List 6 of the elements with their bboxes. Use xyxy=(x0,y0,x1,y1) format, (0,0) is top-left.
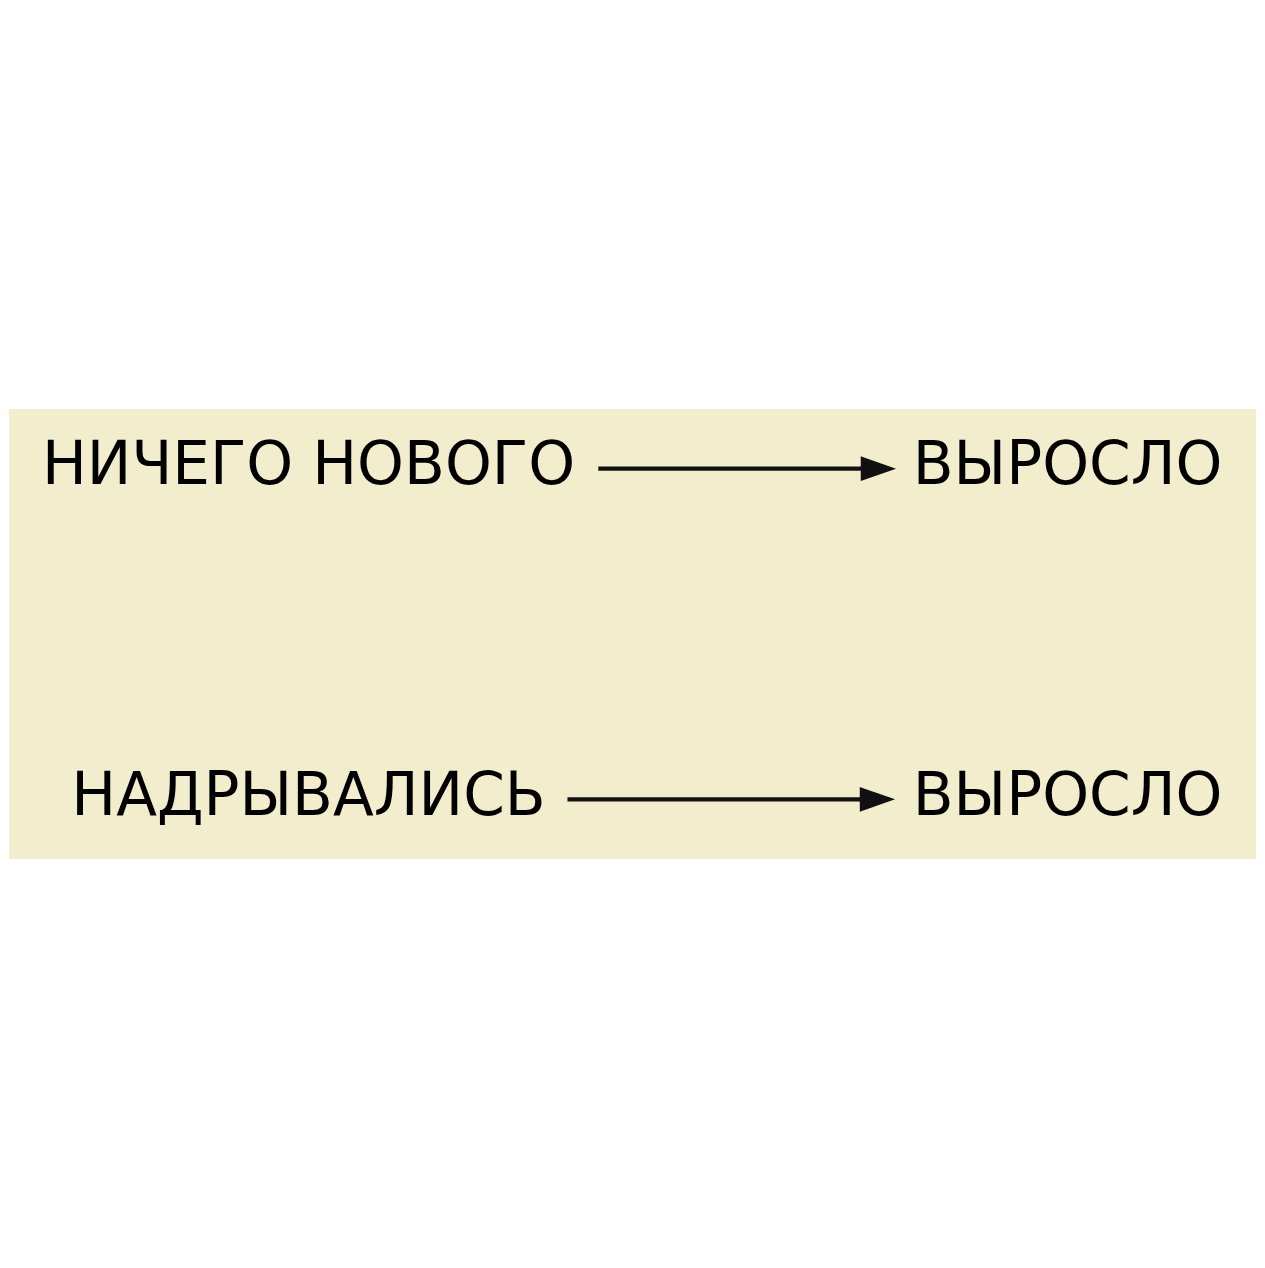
node-text: ВЫРОСЛО xyxy=(912,428,1223,498)
arrow xyxy=(567,787,896,812)
node-text: НАДРЫВАЛИСЬ xyxy=(71,759,546,829)
arrow xyxy=(598,456,897,481)
node-text: ВЫРОСЛО xyxy=(912,759,1223,829)
node-text: НИЧЕГО НОВОГО xyxy=(41,428,576,498)
